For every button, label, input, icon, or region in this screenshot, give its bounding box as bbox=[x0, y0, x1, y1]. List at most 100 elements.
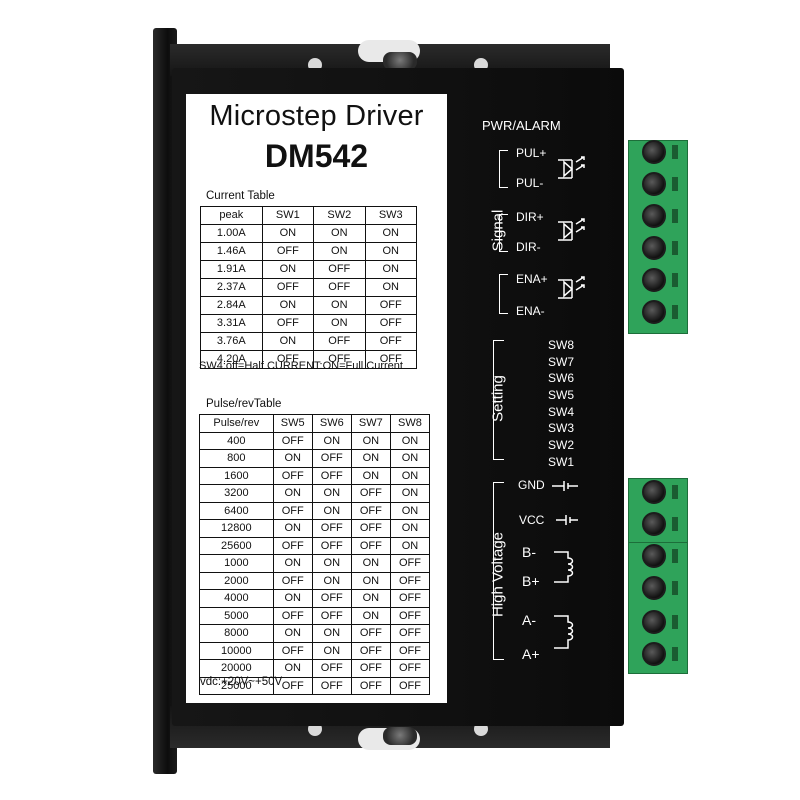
table-cell: OFF bbox=[364, 332, 418, 351]
terminal-slot bbox=[672, 241, 678, 255]
table-cell: OFF bbox=[389, 589, 431, 608]
terminal-screw-icon[interactable] bbox=[642, 544, 666, 568]
terminal-slot bbox=[672, 581, 678, 595]
table-cell: ON bbox=[389, 484, 431, 503]
switch-label-sw5: SW5 bbox=[548, 388, 575, 403]
signal-bracket bbox=[499, 150, 508, 188]
terminal-slot bbox=[672, 549, 678, 563]
table-cell: SW8 bbox=[389, 414, 431, 433]
terminal-screw-icon[interactable] bbox=[642, 480, 666, 504]
switch-label-sw3: SW3 bbox=[548, 421, 575, 436]
table-cell: ON bbox=[350, 431, 391, 450]
switch-label-sw4: SW4 bbox=[548, 404, 575, 419]
table-cell: OFF bbox=[389, 641, 431, 660]
table-cell: OFF bbox=[350, 624, 391, 643]
vcc-label: VCC bbox=[519, 513, 545, 527]
terminal-slot bbox=[672, 615, 678, 629]
screw-icon bbox=[383, 52, 417, 70]
b-minus-label: B- bbox=[522, 544, 536, 560]
terminal-screw-icon[interactable] bbox=[642, 140, 666, 164]
switch-label-sw8: SW8 bbox=[548, 338, 575, 352]
table-cell: 1600 bbox=[199, 466, 274, 485]
ena-minus-label: ENA- bbox=[516, 304, 545, 318]
screw-icon bbox=[383, 727, 417, 745]
pwr-alarm-label: PWR/ALARM bbox=[482, 118, 561, 133]
optocoupler-icon bbox=[558, 156, 585, 299]
table-cell: OFF bbox=[311, 449, 352, 468]
terminal-screw-icon[interactable] bbox=[642, 172, 666, 196]
a-plus-label: A+ bbox=[522, 646, 540, 662]
product-title: Microstep Driver bbox=[209, 100, 424, 132]
signal-bracket bbox=[499, 274, 508, 314]
table-cell: 1.46A bbox=[200, 242, 263, 261]
terminal-slot bbox=[672, 305, 678, 319]
b-plus-label: B+ bbox=[522, 573, 540, 589]
terminal-slot bbox=[672, 273, 678, 287]
pulse-table-caption: Pulse/revTable bbox=[206, 398, 282, 410]
pul-plus-label: PUL+ bbox=[516, 146, 547, 160]
terminal-screw-icon[interactable] bbox=[642, 512, 666, 536]
table-cell: ON bbox=[389, 536, 431, 555]
pul-minus-label: PUL- bbox=[516, 176, 544, 190]
terminal-slot bbox=[672, 517, 678, 531]
switch-label-sw1: SW1 bbox=[548, 454, 575, 469]
hv-bracket bbox=[493, 482, 504, 660]
dir-plus-label: DIR+ bbox=[516, 210, 544, 224]
motor-coil-icon bbox=[554, 551, 574, 649]
terminal-screw-icon[interactable] bbox=[642, 236, 666, 260]
table-cell: OFF bbox=[272, 641, 313, 660]
terminal-screw-icon[interactable] bbox=[642, 300, 666, 324]
table-cell: OFF bbox=[364, 350, 418, 369]
table-cell: OFF bbox=[364, 314, 418, 333]
terminal-screw-icon[interactable] bbox=[642, 268, 666, 292]
table-cell: OFF bbox=[350, 676, 391, 695]
table-cell: ON bbox=[311, 624, 352, 643]
table-cell: OFF bbox=[272, 676, 313, 695]
power-symbol-icon bbox=[552, 481, 578, 525]
table-cell: SW3 bbox=[364, 206, 418, 225]
table-cell: OFF bbox=[261, 242, 315, 261]
a-minus-label: A- bbox=[522, 612, 536, 628]
terminal-slot bbox=[672, 177, 678, 191]
terminal-screw-icon[interactable] bbox=[642, 204, 666, 228]
table-cell: ON bbox=[272, 484, 313, 503]
vdc-note: vdc:+20V~+50V bbox=[200, 676, 283, 688]
table-cell: 2000 bbox=[199, 571, 274, 590]
table-cell: 2.84A bbox=[200, 296, 263, 315]
terminal-slot bbox=[672, 145, 678, 159]
terminal-screw-icon[interactable] bbox=[642, 576, 666, 600]
terminal-screw-icon[interactable] bbox=[642, 610, 666, 634]
table-cell: ON bbox=[313, 296, 366, 315]
table-cell: OFF bbox=[313, 278, 366, 297]
terminal-slot bbox=[672, 647, 678, 661]
terminal-slot bbox=[672, 485, 678, 499]
table-cell: 3.76A bbox=[200, 332, 263, 351]
model-number: DM542 bbox=[264, 138, 369, 174]
table-cell: ON bbox=[364, 224, 418, 243]
table-cell: OFF bbox=[313, 350, 366, 369]
table-cell: 3200 bbox=[199, 484, 274, 503]
table-cell: SW6 bbox=[311, 414, 352, 433]
terminal-slot bbox=[672, 209, 678, 223]
current-table-caption: Current Table bbox=[206, 190, 275, 202]
terminal-screw-icon[interactable] bbox=[642, 642, 666, 666]
